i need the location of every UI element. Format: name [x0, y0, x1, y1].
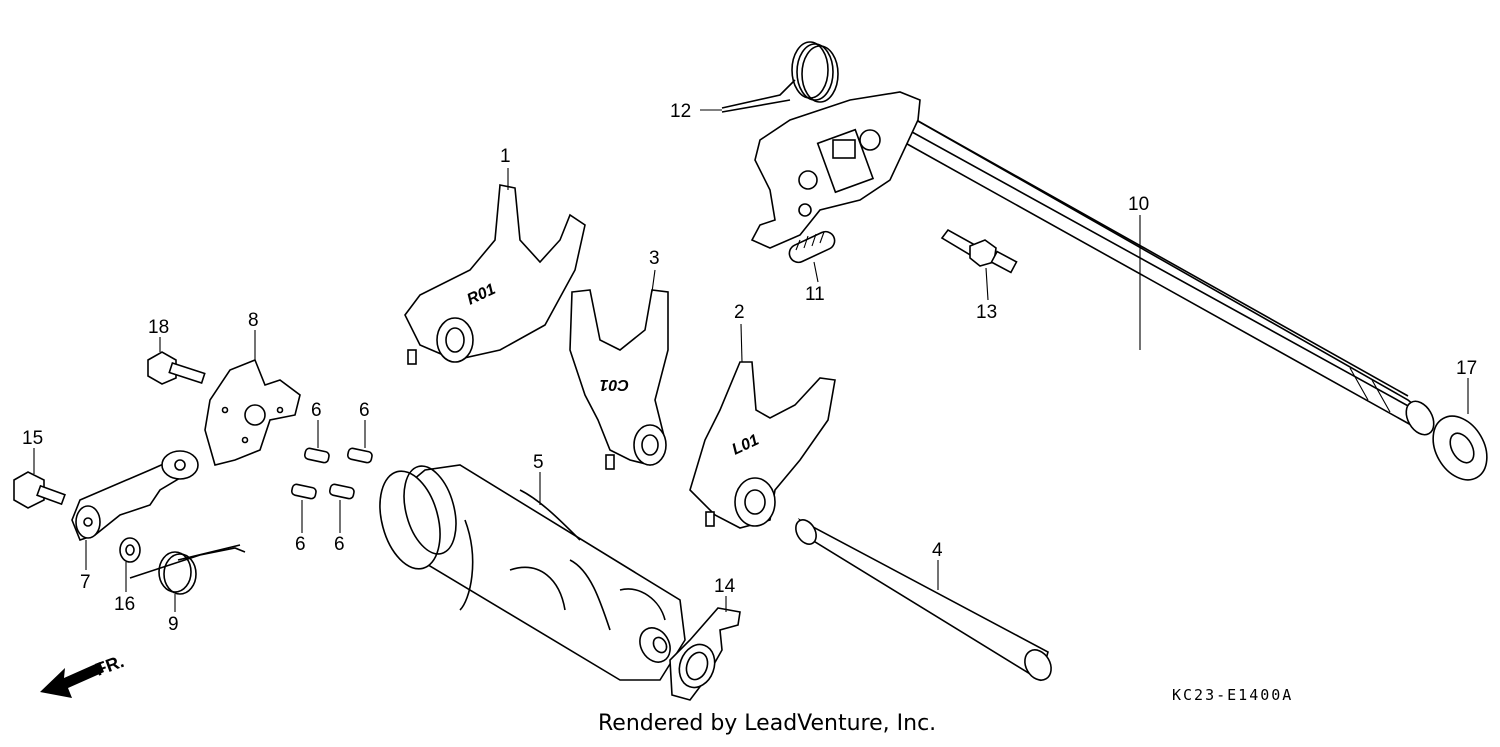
callout-11: 11 [805, 284, 825, 305]
shift-arm-assembly [721, 41, 921, 249]
callout-18: 18 [148, 317, 169, 338]
callout-3: 3 [649, 248, 660, 269]
drum-guide-plate [669, 607, 741, 701]
callout-6d: 6 [334, 534, 345, 555]
callout-6a: 6 [311, 400, 322, 421]
footer-credit: Rendered by LeadVenture, Inc. [598, 711, 936, 736]
diagram-part-code: KC23-E1400A [1172, 686, 1293, 704]
washer-16 [119, 537, 141, 563]
fork-c-marking: C01 [600, 376, 629, 393]
callout-4: 4 [932, 540, 943, 561]
callout-10: 10 [1128, 194, 1149, 215]
callout-1: 1 [500, 146, 511, 167]
shift-drum [379, 464, 686, 681]
bolt-18 [147, 351, 206, 385]
stopper-arm [71, 450, 199, 541]
return-spring-small [788, 230, 836, 264]
front-arrow-label: FR. [93, 651, 127, 680]
callout-9: 9 [168, 614, 179, 635]
callout-15: 15 [22, 428, 43, 449]
leader-lines [33, 109, 1469, 612]
callout-5: 5 [533, 452, 544, 473]
shift-spindle-shaft [894, 107, 1435, 436]
shift-fork-r: R01 [404, 184, 586, 365]
stopper-arm-spring [129, 544, 246, 595]
callout-14: 14 [714, 576, 736, 597]
callout-7: 7 [80, 572, 91, 593]
callout-6b: 6 [359, 400, 370, 421]
callout-8: 8 [248, 310, 259, 331]
callout-17: 17 [1456, 358, 1477, 379]
callout-labels: 1 3 2 4 5 6 6 6 6 7 8 9 10 11 12 13 14 1… [22, 101, 1477, 635]
callout-6c: 6 [295, 534, 306, 555]
front-direction-arrow: FR. [40, 651, 127, 698]
stopper-pin-bolt [940, 228, 1018, 274]
callout-12: 12 [670, 101, 691, 122]
callout-13: 13 [976, 302, 997, 323]
shift-fork-c: C01 [569, 289, 669, 470]
shift-fork-l: L01 [689, 361, 836, 529]
bolt-15 [13, 471, 66, 509]
fork-pins [290, 447, 373, 500]
callout-16: 16 [114, 594, 135, 615]
callout-2: 2 [734, 302, 745, 323]
drum-stopper-plate [204, 358, 301, 466]
fork-shaft [795, 517, 1052, 682]
oil-seal [1432, 415, 1488, 481]
